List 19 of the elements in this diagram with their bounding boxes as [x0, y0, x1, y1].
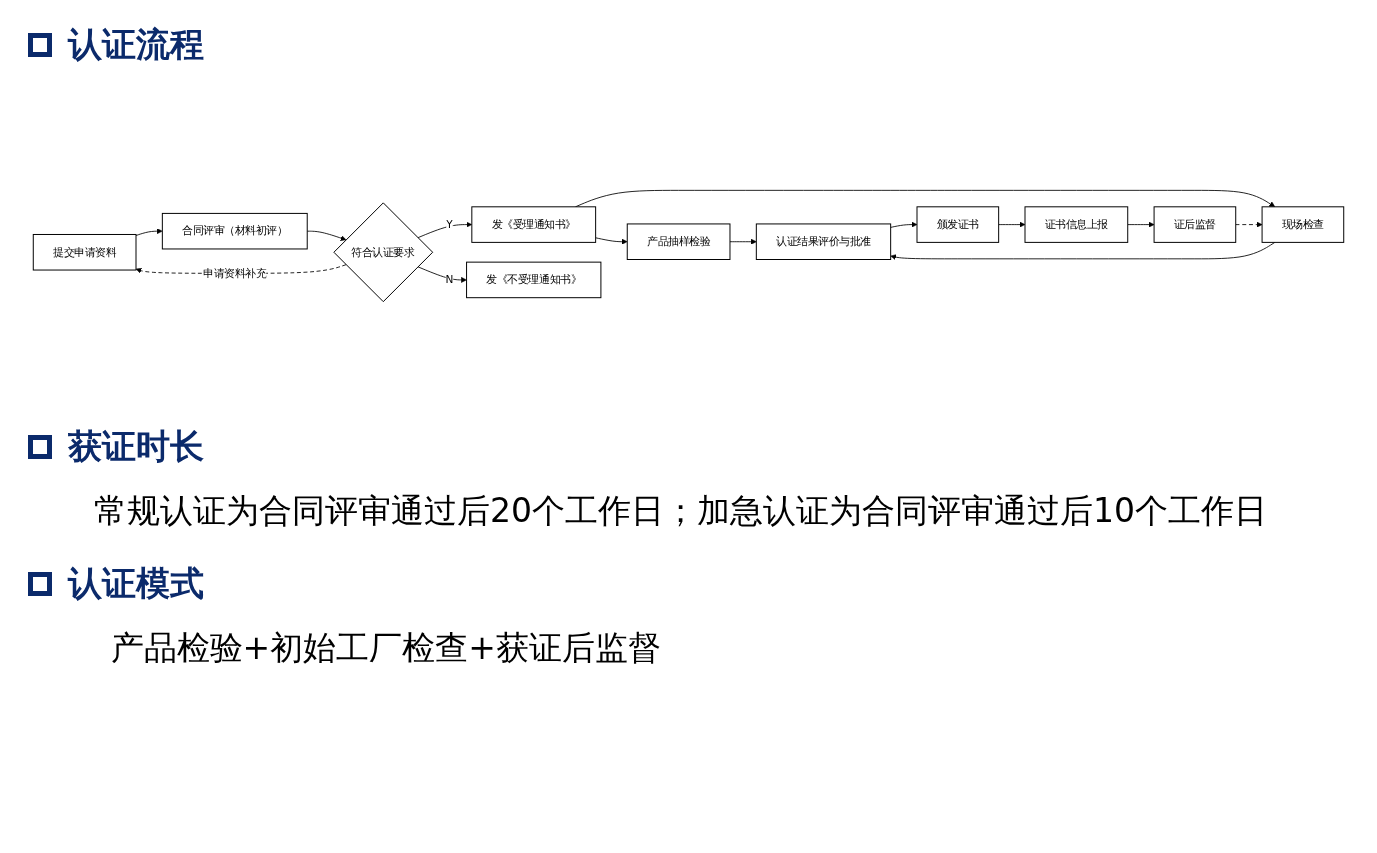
body-text: 产品检验+初始工厂检查+获证后监督 [109, 626, 662, 669]
section-heading: 认证模式 [68, 561, 204, 605]
body-text: 常规认证为合同评审通过后20个工作日；加急认证为合同评审通过后10个工作日 [93, 490, 1268, 532]
node-box: 颁发证书 [916, 206, 1000, 243]
edge-label: 申请资料补充 [203, 266, 267, 280]
node-box: 认证结果评价与批准 [755, 223, 892, 260]
section-heading: 认证流程 [68, 23, 204, 66]
section-heading: 获证时长 [68, 425, 204, 468]
node-box: 现场检查 [1261, 206, 1345, 243]
node-box: 发《受理通知书》 [471, 206, 597, 243]
node-diamond: 符合认证要求 [333, 202, 434, 303]
node-box: 合同评审（材料初评） [161, 212, 308, 250]
node-box: 提交申请资料 [32, 234, 137, 271]
node-box: 证后监督 [1153, 206, 1237, 243]
node-box: 发《不受理通知书》 [466, 261, 602, 299]
edge-label: Y [446, 218, 453, 231]
node-box: 证书信息上报 [1024, 206, 1129, 243]
node-box: 产品抽样检验 [626, 223, 731, 260]
edge-label: N [445, 273, 454, 286]
